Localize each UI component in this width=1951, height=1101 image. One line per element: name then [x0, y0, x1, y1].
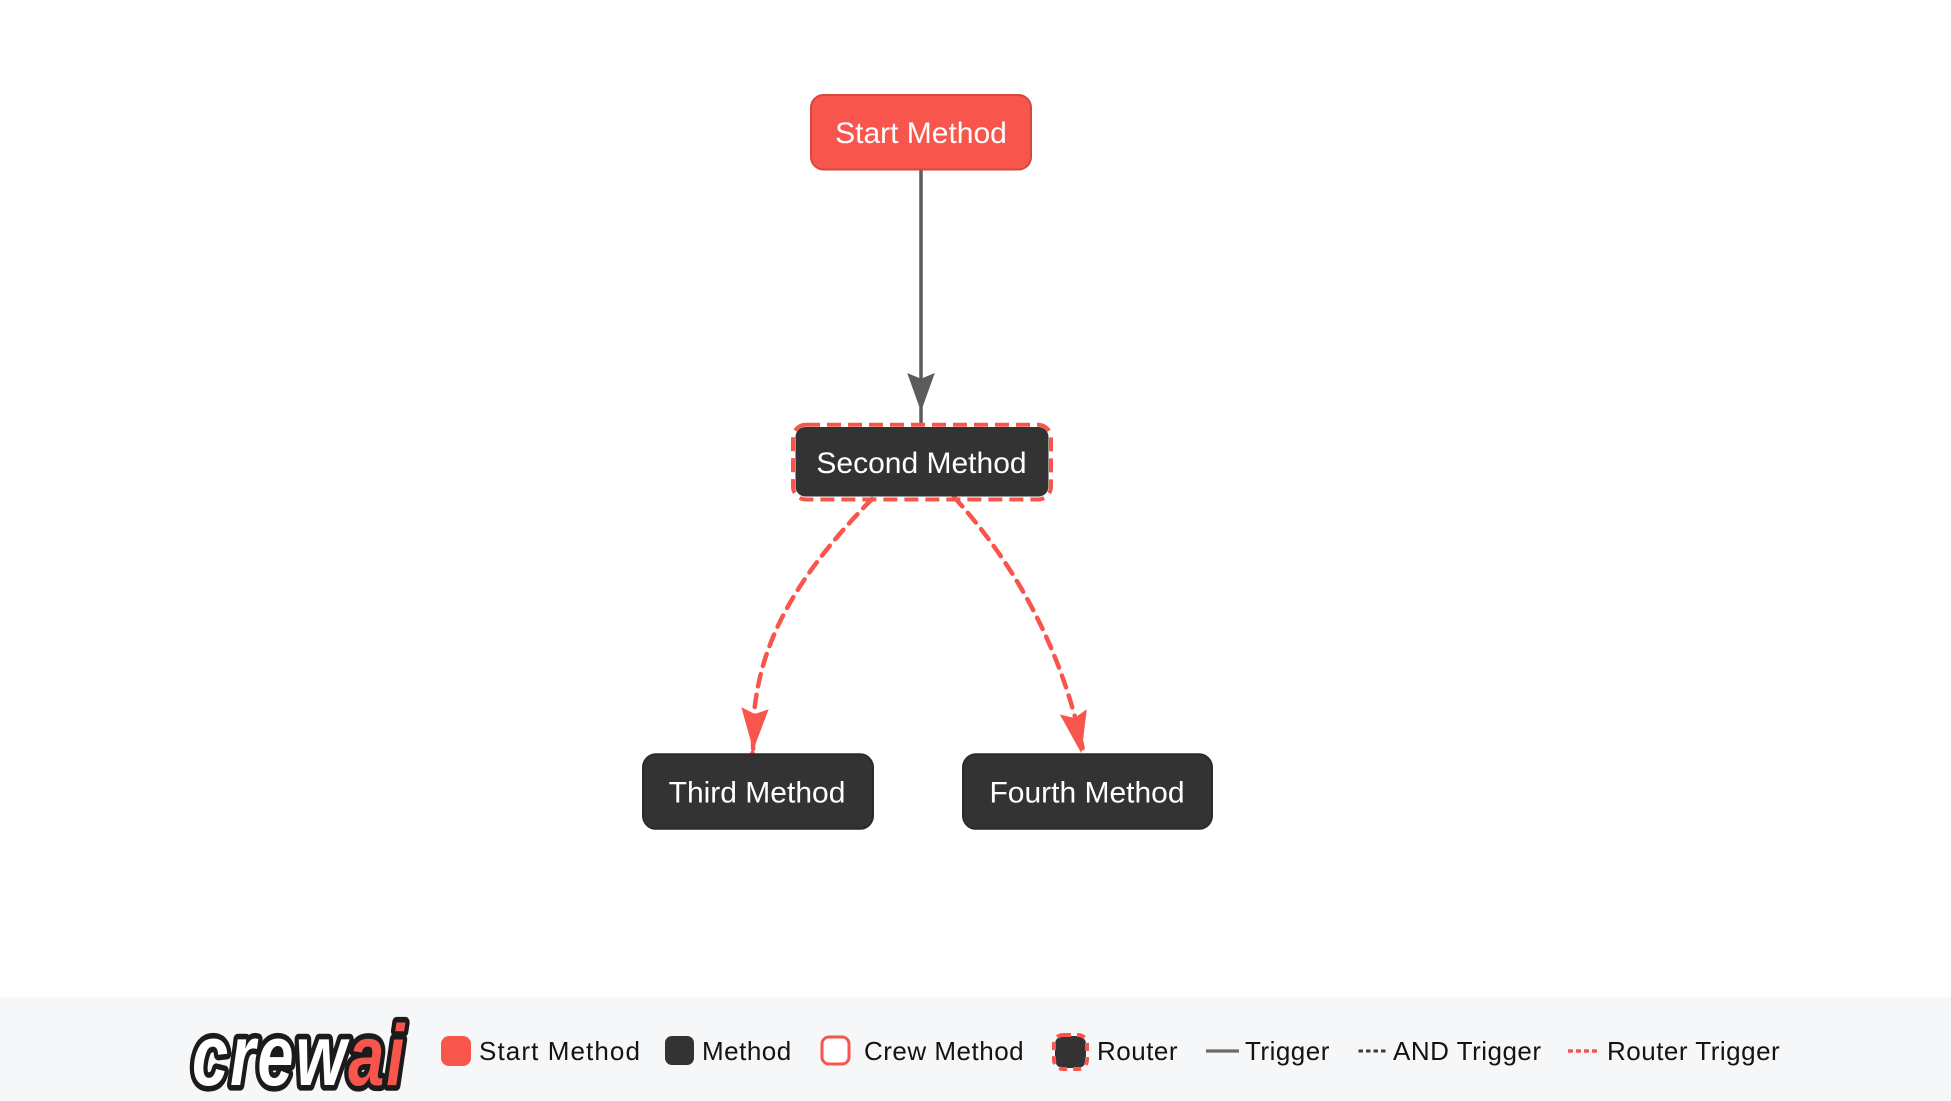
svg-text:crewai: crewai	[192, 1008, 406, 1101]
svg-text:Router: Router	[1097, 1036, 1178, 1066]
svg-text:Method: Method	[702, 1036, 792, 1066]
svg-text:AND Trigger: AND Trigger	[1393, 1036, 1542, 1066]
svg-text:Trigger: Trigger	[1245, 1036, 1330, 1066]
svg-text:Second Method: Second Method	[816, 447, 1026, 480]
svg-text:Start Method: Start Method	[479, 1036, 641, 1066]
svg-text:Crew Method: Crew Method	[864, 1036, 1024, 1066]
svg-text:Start Method: Start Method	[835, 117, 1007, 150]
svg-text:Router Trigger: Router Trigger	[1607, 1036, 1780, 1066]
svg-text:Fourth Method: Fourth Method	[989, 776, 1184, 809]
svg-text:Third Method: Third Method	[669, 776, 846, 809]
